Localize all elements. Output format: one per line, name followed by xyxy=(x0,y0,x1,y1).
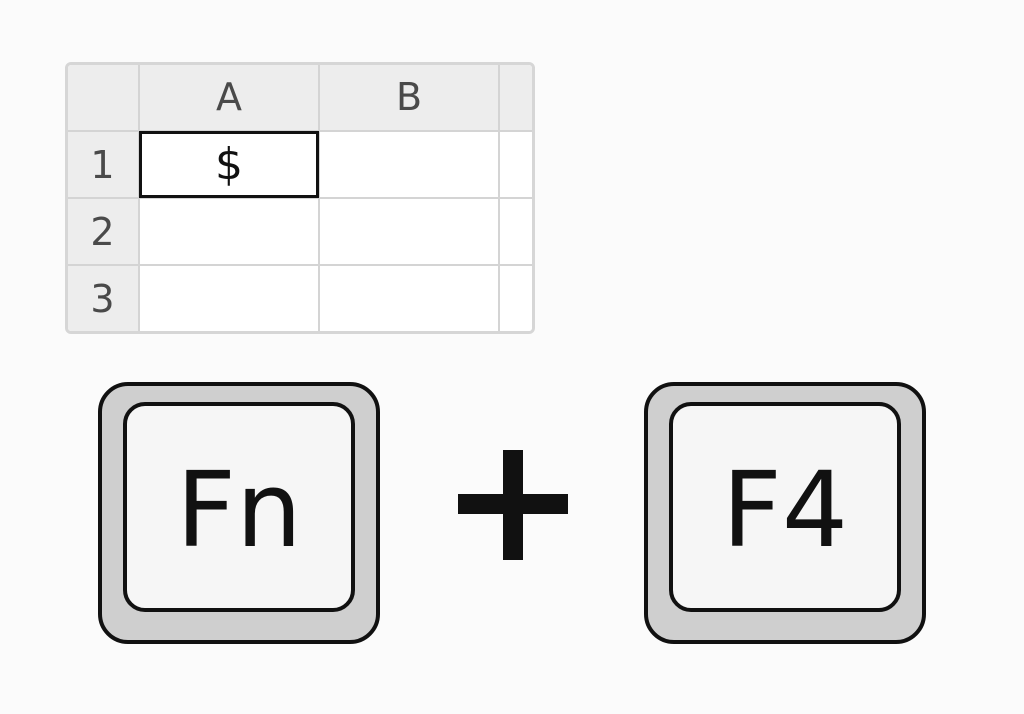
plus-icon xyxy=(458,450,568,560)
cell-b2[interactable] xyxy=(318,197,500,266)
column-header-c-partial[interactable] xyxy=(498,65,532,132)
cell-a3[interactable] xyxy=(138,264,320,331)
column-header-a[interactable]: A xyxy=(138,65,320,132)
row-header-3[interactable]: 3 xyxy=(68,264,140,331)
fn-key[interactable]: Fn xyxy=(98,382,380,644)
spreadsheet-table: A B 1 $ 2 3 xyxy=(68,65,532,331)
cell-c3[interactable] xyxy=(498,264,532,331)
cell-a1-selected[interactable]: $ xyxy=(138,130,320,199)
cell-b1[interactable] xyxy=(318,130,500,199)
plus-icon-vertical-bar xyxy=(503,450,523,560)
cell-a2[interactable] xyxy=(138,197,320,266)
fn-key-cap: Fn xyxy=(123,402,355,612)
fn-key-label: Fn xyxy=(176,449,302,571)
cell-b3[interactable] xyxy=(318,264,500,331)
row-header-2[interactable]: 2 xyxy=(68,197,140,266)
select-all-corner[interactable] xyxy=(68,65,140,132)
f4-key-label: F4 xyxy=(722,449,848,571)
column-header-b[interactable]: B xyxy=(318,65,500,132)
cell-c1[interactable] xyxy=(498,130,532,199)
f4-key[interactable]: F4 xyxy=(644,382,926,644)
row-header-1[interactable]: 1 xyxy=(68,130,140,199)
spreadsheet-grid: A B 1 $ 2 3 xyxy=(65,62,535,334)
f4-key-cap: F4 xyxy=(669,402,901,612)
cell-c2[interactable] xyxy=(498,197,532,266)
